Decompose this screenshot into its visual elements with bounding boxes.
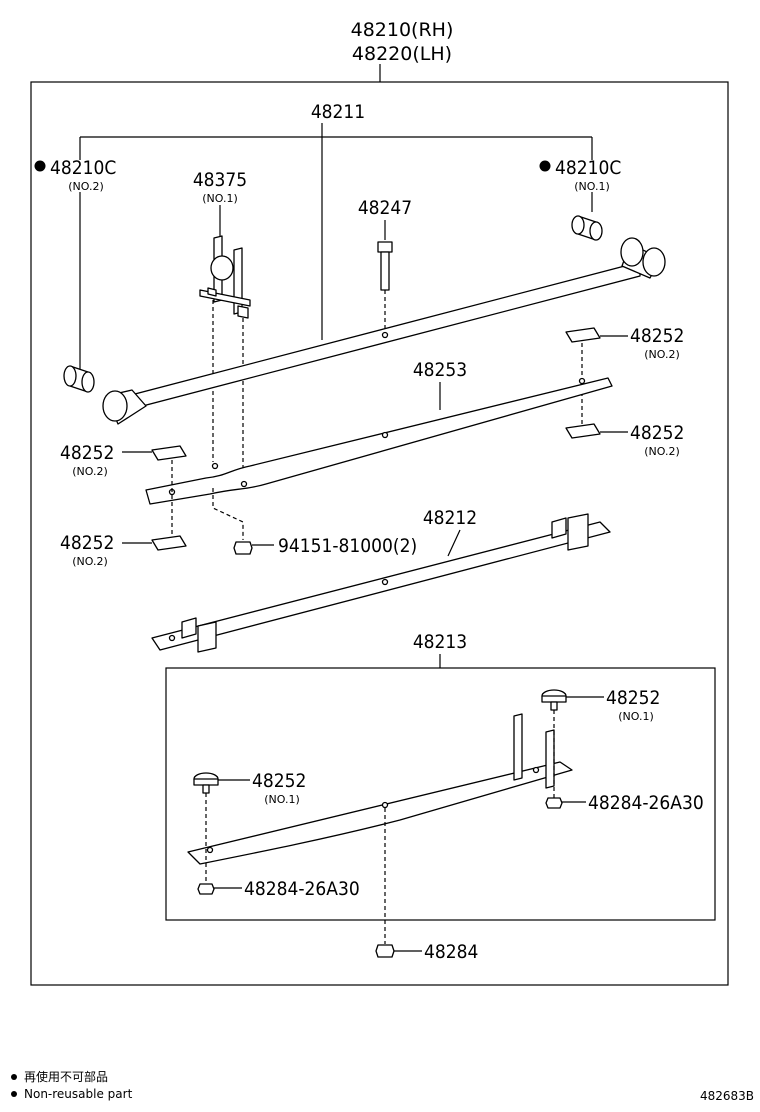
label-48253: 48253 bbox=[413, 359, 467, 381]
nut-94151 bbox=[233, 541, 253, 555]
non-reusable-marker-right bbox=[539, 160, 551, 172]
assembly-number-lh: 48220(LH) bbox=[352, 43, 452, 65]
center-bolt-48247 bbox=[377, 241, 393, 291]
label-48252-d: 48252 bbox=[60, 532, 114, 554]
label-48213: 48213 bbox=[413, 631, 467, 653]
pad-48252-a bbox=[565, 327, 601, 343]
rebound-clip-48375 bbox=[199, 235, 251, 319]
leaf-48212 bbox=[151, 513, 611, 653]
leaf-48213 bbox=[187, 713, 573, 865]
leaf-48253 bbox=[145, 377, 613, 505]
legend-line-jp: 再使用不可部品 bbox=[24, 1069, 108, 1084]
diagram-code: 482683B bbox=[700, 1089, 754, 1103]
label-48375: 48375 bbox=[193, 169, 247, 191]
label-48375-sub: (NO.1) bbox=[202, 192, 238, 205]
bushing-right bbox=[571, 215, 603, 241]
non-reusable-marker-left bbox=[34, 160, 46, 172]
nut-48284-26a30-b bbox=[197, 883, 215, 895]
label-48252-e-sub: (NO.1) bbox=[618, 710, 654, 723]
label-48252-b: 48252 bbox=[630, 422, 684, 444]
pad-48252-d bbox=[151, 535, 187, 551]
label-48252-a: 48252 bbox=[630, 325, 684, 347]
label-48210c-right: 48210C bbox=[555, 157, 621, 179]
pad-48252-c bbox=[151, 445, 187, 461]
assembly-frame bbox=[30, 81, 729, 986]
label-48211: 48211 bbox=[311, 101, 365, 123]
legend-marker-2 bbox=[11, 1091, 17, 1097]
label-48210c-left-sub: (NO.2) bbox=[68, 180, 104, 193]
label-48210c-right-sub: (NO.1) bbox=[574, 180, 610, 193]
label-48212: 48212 bbox=[423, 507, 477, 529]
label-48252-d-sub: (NO.2) bbox=[72, 555, 108, 568]
label-48252-e: 48252 bbox=[606, 687, 660, 709]
guide-lower-bolt bbox=[212, 488, 244, 540]
subassembly-frame-48213 bbox=[165, 667, 716, 921]
legend-line-en: Non-reusable part bbox=[24, 1087, 133, 1101]
leader-48212 bbox=[447, 529, 461, 557]
nut-48284-26a30-a bbox=[545, 797, 563, 809]
assembly-number-rh: 48210(RH) bbox=[351, 19, 454, 41]
bracket-48211 bbox=[79, 123, 593, 340]
label-48252-a-sub: (NO.2) bbox=[644, 348, 680, 361]
pad-48252-b bbox=[565, 423, 601, 439]
label-48247: 48247 bbox=[358, 197, 412, 219]
main-leaf-48211 bbox=[102, 237, 666, 425]
label-48284-26a30-b: 48284-26A30 bbox=[244, 878, 360, 900]
cap-48252-e bbox=[541, 689, 567, 711]
label-48252-f: 48252 bbox=[252, 770, 306, 792]
label-48210c-left: 48210C bbox=[50, 157, 116, 179]
label-48252-c: 48252 bbox=[60, 442, 114, 464]
bushing-left bbox=[63, 365, 95, 393]
label-48252-f-sub: (NO.1) bbox=[264, 793, 300, 806]
label-48284-26a30-a: 48284-26A30 bbox=[588, 792, 704, 814]
label-48252-b-sub: (NO.2) bbox=[644, 445, 680, 458]
label-48252-c-sub: (NO.2) bbox=[72, 465, 108, 478]
label-48284: 48284 bbox=[424, 941, 478, 963]
cap-48252-f bbox=[193, 772, 219, 794]
legend-marker-1 bbox=[11, 1074, 17, 1080]
label-94151: 94151-81000(2) bbox=[278, 535, 417, 557]
nut-48284 bbox=[375, 944, 395, 958]
